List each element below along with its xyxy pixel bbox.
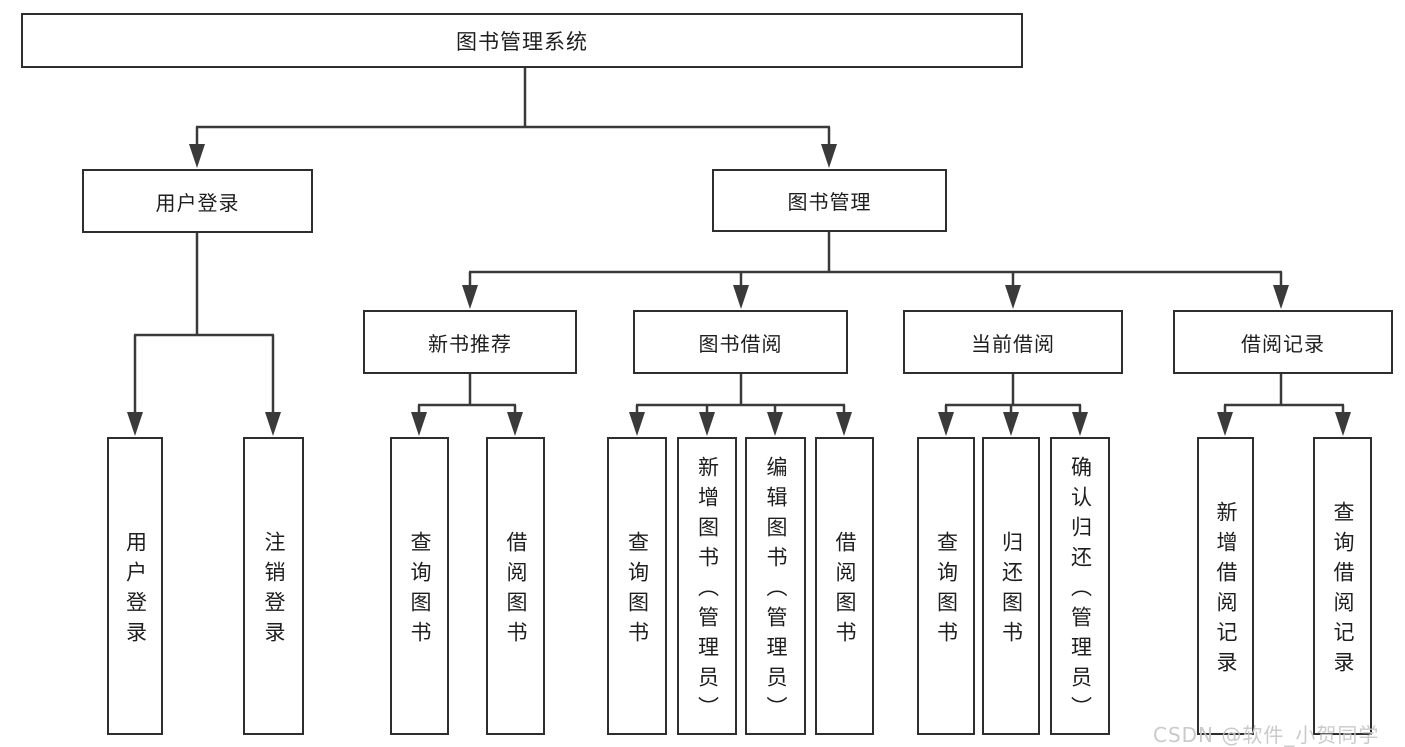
node-book-management: 图书管理 [712, 169, 947, 232]
node-library-system: 图书管理系统 [21, 13, 1023, 68]
csdn-watermark: CSDN @软件_小贺同学 [1153, 723, 1380, 747]
leaf-borrow-books-1: 借阅图书 [486, 437, 545, 735]
leaf-query-borrow-record-label: 查询借阅记录 [1331, 500, 1355, 681]
leaf-query-books-1-label: 查询图书 [408, 530, 432, 651]
node-borrowing-records: 借阅记录 [1173, 310, 1393, 374]
leaf-return-books-label: 归还图书 [999, 530, 1024, 651]
leaf-edit-books-admin: 编辑图书（管理员） [745, 437, 806, 735]
leaf-logout-label: 注销登录 [262, 530, 286, 651]
node-new-book-recommend-label: 新书推荐 [428, 331, 512, 356]
leaf-query-books-3: 查询图书 [917, 437, 975, 735]
node-borrowing-records-label: 借阅记录 [1241, 331, 1325, 356]
leaf-borrow-books-1-label: 借阅图书 [504, 530, 528, 651]
leaf-add-books-admin-label: 新增图书（管理员） [695, 455, 720, 726]
leaf-borrow-books-2-label: 借阅图书 [833, 530, 857, 651]
node-book-borrowing-label: 图书借阅 [698, 331, 783, 356]
leaf-add-borrow-record: 新增借阅记录 [1197, 437, 1254, 735]
arrowheads [127, 144, 1351, 436]
node-user-login-branch-label: 用户登录 [155, 190, 240, 215]
leaf-query-books-2: 查询图书 [607, 437, 667, 735]
leaf-query-borrow-record: 查询借阅记录 [1313, 437, 1372, 735]
node-current-borrowing-label: 当前借阅 [971, 331, 1055, 356]
leaf-query-books-1: 查询图书 [390, 437, 449, 735]
leaf-user-login: 用户登录 [107, 437, 163, 735]
node-user-login-branch: 用户登录 [82, 169, 313, 233]
leaf-confirm-return-admin-label: 确认归还（管理员） [1068, 455, 1093, 726]
leaf-confirm-return-admin: 确认归还（管理员） [1050, 437, 1110, 735]
leaf-add-books-admin: 新增图书（管理员） [677, 437, 737, 735]
leaf-return-books: 归还图书 [982, 437, 1040, 735]
leaf-query-books-2-label: 查询图书 [625, 530, 650, 651]
node-book-borrowing: 图书借阅 [633, 310, 848, 374]
leaf-add-borrow-record-label: 新增借阅记录 [1214, 500, 1238, 681]
leaf-user-login-label: 用户登录 [123, 530, 148, 651]
leaf-edit-books-admin-label: 编辑图书（管理员） [764, 455, 788, 726]
leaf-borrow-books-2: 借阅图书 [815, 437, 874, 735]
node-library-system-label: 图书管理系统 [456, 29, 588, 54]
node-new-book-recommend: 新书推荐 [363, 310, 577, 374]
node-book-management-label: 图书管理 [787, 190, 872, 214]
node-current-borrowing: 当前借阅 [903, 310, 1123, 374]
leaf-query-books-3-label: 查询图书 [934, 530, 959, 651]
leaf-logout: 注销登录 [243, 437, 304, 735]
